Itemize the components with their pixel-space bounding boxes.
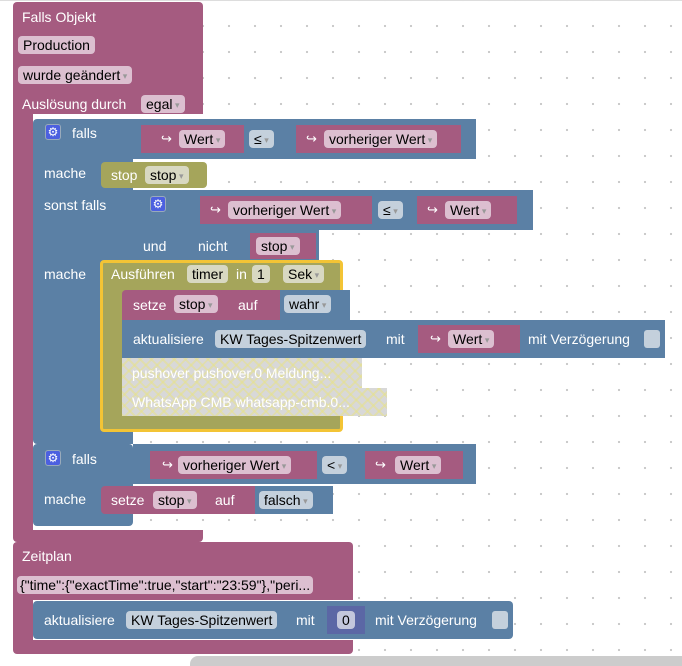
getter-icon: ↪ [427,202,438,217]
getter-icon: ↪ [430,331,441,346]
object-field[interactable]: Production [18,36,95,54]
getter-icon: ↪ [375,457,386,472]
delay-checkbox[interactable] [644,330,660,348]
getter-wert[interactable]: ↪ Wert [418,325,520,353]
number-block[interactable]: 0 [327,606,365,634]
getter-icon: ↪ [306,131,317,146]
in-label: in [236,266,247,282]
update-target[interactable]: KW Tages-Spitzenwert [215,330,367,348]
to-label: auf [238,297,258,313]
update-target[interactable]: KW Tages-Spitzenwert [126,611,278,629]
operator-dropdown[interactable]: ≤ [378,201,403,219]
trigger-title: Falls Objekt [22,9,96,25]
var-dropdown[interactable]: stop [174,295,218,313]
var-dropdown[interactable]: stop [153,491,197,509]
gear-icon[interactable]: ⚙ [45,450,61,466]
set-label: setze [111,492,145,508]
var-dropdown[interactable]: vorheriger Wert [228,201,342,219]
var-dropdown[interactable]: vorheriger Wert [324,130,438,148]
timer-unit-dropdown[interactable]: Sek [283,265,325,283]
operator-dropdown[interactable]: ≤ [249,130,274,148]
bool-dropdown[interactable]: wahr [284,295,332,313]
stop-dropdown[interactable]: stop [145,166,189,184]
timer-value[interactable]: 1 [252,265,270,283]
trigger-dropdown[interactable]: egal [141,95,185,113]
bool-block[interactable]: wahr [280,290,350,320]
if-label: falls [72,125,97,141]
number-field[interactable]: 0 [337,611,355,629]
whatsapp-label: WhatsApp CMB whatsapp-cmb.0... [132,394,350,410]
gear-icon[interactable]: ⚙ [150,196,166,212]
var-dropdown[interactable]: stop [256,237,300,255]
stop-label: stop [111,167,138,183]
disabled-pushover-block[interactable]: pushover pushover.0 Meldung... [122,358,362,388]
var-dropdown[interactable]: Wert [445,201,492,219]
update-block[interactable] [122,320,665,358]
elseif-label: sonst falls [44,197,107,213]
set-stop-block[interactable]: setze stop auf [101,486,256,514]
disabled-whatsapp-block[interactable]: WhatsApp CMB whatsapp-cmb.0... [122,388,387,416]
var-dropdown[interactable]: vorheriger Wert [178,456,292,474]
schedule-cron-field[interactable]: {"time":{"exactTime":true,"start":"23:59… [17,576,314,594]
with-label: mit [296,612,315,628]
with-label: mit [386,331,405,347]
delay-label: mit Verzögerung [528,331,630,347]
set-label: setze [133,297,167,313]
var-dropdown[interactable]: Wert [448,330,495,348]
do-label: mache [44,491,87,507]
getter-wert[interactable]: ↪ Wert [365,451,463,479]
getter-previous-value[interactable]: ↪ vorheriger Wert [200,196,372,224]
update-label: aktualisiere [44,612,115,628]
getter-icon: ↪ [162,457,173,472]
timer-label: Ausführen [111,266,175,282]
getter-icon: ↪ [210,202,221,217]
update-label: aktualisiere [133,331,204,347]
and-label: und [143,238,167,254]
do-label: mache [44,165,87,181]
bool-dropdown[interactable]: falsch [259,491,313,509]
if-label: falls [72,451,97,467]
timer-name[interactable]: timer [187,265,229,283]
getter-previous-value[interactable]: ↪ vorheriger Wert [150,451,317,479]
trigger-label: Auslösung durch [22,96,127,112]
getter-wert[interactable]: ↪ Wert [417,196,517,224]
pushover-label: pushover pushover.0 Meldung... [132,365,332,381]
operator-dropdown[interactable]: < [322,456,348,474]
condition-dropdown[interactable]: wurde geändert [18,66,133,84]
getter-previous-value[interactable]: ↪ vorheriger Wert [296,125,461,153]
schedule-title: Zeitplan [22,548,72,564]
bool-block[interactable]: falsch [255,486,333,514]
var-dropdown[interactable]: Wert [395,456,442,474]
workspace-top-border [0,0,682,1]
to-label: auf [215,492,235,508]
delay-label: mit Verzögerung [375,612,477,628]
delay-checkbox[interactable] [492,611,508,629]
getter-stop[interactable]: stop [250,233,316,259]
var-dropdown[interactable]: Wert [179,130,226,148]
getter-wert[interactable]: ↪ Wert [141,125,244,153]
not-label: nicht [198,238,228,254]
do2-label: mache [44,266,87,282]
gear-icon[interactable]: ⚙ [45,124,61,140]
horizontal-scrollbar[interactable] [190,656,682,666]
getter-icon: ↪ [161,131,172,146]
stop-block[interactable]: stop stop [101,162,207,188]
